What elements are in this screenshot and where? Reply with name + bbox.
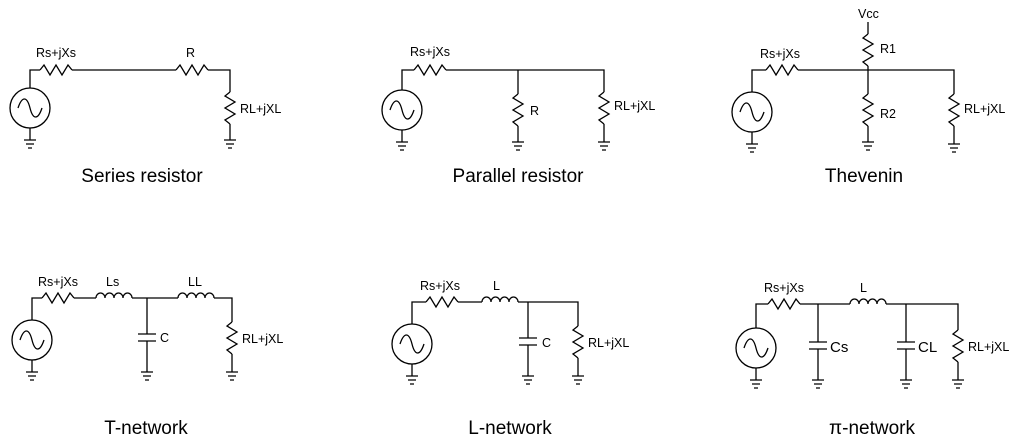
ac-source-symbol bbox=[731, 91, 773, 133]
source-side-capacitor-label: Cs bbox=[830, 339, 848, 356]
wire bbox=[518, 301, 579, 326]
ground-symbol bbox=[141, 371, 153, 381]
ac-source-symbol bbox=[11, 319, 53, 361]
t-network-circuit: Rs+jXs Ls LL C RL+jXL T-network bbox=[11, 275, 283, 439]
series-inductor-label: L bbox=[493, 279, 500, 293]
series-resistor-symbol bbox=[175, 63, 209, 77]
pullup-resistor-label: R1 bbox=[880, 42, 896, 56]
circuit-caption: Series resistor bbox=[81, 166, 203, 187]
source-resistor-symbol bbox=[413, 63, 447, 77]
ground-symbol bbox=[746, 143, 758, 153]
shunt-resistor-symbol bbox=[511, 93, 525, 127]
shunt-resistor-label: R bbox=[530, 104, 539, 118]
pi-network-circuit: Rs+jXs L Cs CL RL+jXL π-network bbox=[735, 281, 1009, 439]
ground-symbol bbox=[812, 379, 824, 389]
source-resistor-symbol bbox=[41, 291, 75, 305]
source-resistor-symbol bbox=[765, 63, 799, 77]
load-inductor-label: LL bbox=[188, 275, 202, 289]
series-resistor-circuit: Rs+jXs R RL+jXL Series resistor bbox=[9, 46, 281, 187]
load-resistor-symbol bbox=[223, 91, 237, 125]
circuit-caption: L-network bbox=[468, 418, 552, 439]
shunt-capacitor-label: C bbox=[542, 336, 551, 350]
load-side-capacitor-label: CL bbox=[918, 339, 937, 356]
supply-voltage-label: Vcc bbox=[858, 7, 879, 21]
wire bbox=[755, 303, 768, 328]
series-resistor-label: R bbox=[186, 46, 195, 60]
wire bbox=[208, 69, 231, 92]
pulldown-resistor-label: R2 bbox=[880, 107, 896, 121]
circuit-caption: Parallel resistor bbox=[453, 166, 585, 187]
source-impedance-label: Rs+jXs bbox=[410, 45, 450, 59]
ground-symbol bbox=[948, 143, 960, 153]
series-inductor-symbol bbox=[481, 296, 519, 303]
wire bbox=[751, 69, 766, 92]
load-inductor-symbol bbox=[177, 292, 215, 299]
wire bbox=[886, 303, 959, 330]
wire bbox=[31, 297, 42, 320]
ac-source-symbol bbox=[391, 323, 433, 365]
ground-symbol bbox=[406, 375, 418, 385]
ground-symbol bbox=[522, 375, 534, 385]
source-inductor-label: Ls bbox=[106, 275, 119, 289]
wire bbox=[411, 301, 426, 324]
ground-symbol bbox=[900, 379, 912, 389]
source-resistor-symbol bbox=[39, 63, 73, 77]
load-resistor-symbol bbox=[947, 93, 961, 127]
source-impedance-label: Rs+jXs bbox=[760, 47, 800, 61]
thevenin-circuit: Vcc R1 R2 Rs+jXs RL+jXL Thevenin bbox=[731, 7, 1005, 187]
source-impedance-label: Rs+jXs bbox=[38, 275, 78, 289]
ground-symbol bbox=[26, 371, 38, 381]
pullup-resistor-symbol bbox=[861, 33, 875, 67]
load-resistor-symbol bbox=[225, 321, 239, 355]
wire bbox=[29, 69, 40, 88]
load-impedance-label: RL+jXL bbox=[968, 340, 1009, 354]
circuit-caption: T-network bbox=[104, 418, 188, 439]
circuit-caption: Thevenin bbox=[825, 166, 903, 187]
source-impedance-label: Rs+jXs bbox=[764, 281, 804, 295]
ground-symbol bbox=[512, 141, 524, 151]
wire bbox=[214, 297, 233, 322]
l-network-circuit: Rs+jXs L C RL+jXL L-network bbox=[391, 279, 629, 439]
source-impedance-label: Rs+jXs bbox=[420, 279, 460, 293]
load-resistor-symbol bbox=[951, 329, 965, 363]
ac-source-symbol bbox=[9, 87, 51, 129]
ground-symbol bbox=[24, 139, 36, 149]
parallel-resistor-circuit: Rs+jXs R RL+jXL Parallel resistor bbox=[381, 45, 655, 187]
load-impedance-label: RL+jXL bbox=[240, 102, 281, 116]
ground-symbol bbox=[226, 371, 238, 381]
load-resistor-symbol bbox=[597, 91, 611, 125]
wire bbox=[446, 69, 605, 92]
ac-source-symbol bbox=[735, 327, 777, 369]
ac-source-symbol bbox=[381, 89, 423, 131]
wire bbox=[798, 69, 955, 94]
load-impedance-label: RL+jXL bbox=[588, 336, 629, 350]
circuit-caption: π-network bbox=[829, 418, 915, 439]
load-impedance-label: RL+jXL bbox=[614, 99, 655, 113]
source-impedance-label: Rs+jXs bbox=[36, 46, 76, 60]
ground-symbol bbox=[952, 379, 964, 389]
source-inductor-symbol bbox=[95, 292, 133, 299]
ground-symbol bbox=[750, 379, 762, 389]
pulldown-resistor-symbol bbox=[861, 93, 875, 127]
ground-symbol bbox=[396, 141, 408, 151]
load-side-capacitor-symbol bbox=[897, 341, 915, 350]
shunt-capacitor-symbol bbox=[519, 337, 537, 346]
ground-symbol bbox=[598, 141, 610, 151]
ground-symbol bbox=[224, 139, 236, 149]
series-inductor-symbol bbox=[849, 298, 887, 305]
source-side-capacitor-symbol bbox=[809, 341, 827, 350]
shunt-capacitor-symbol bbox=[138, 333, 156, 342]
shunt-capacitor-label: C bbox=[160, 331, 169, 345]
load-resistor-symbol bbox=[571, 325, 585, 359]
ground-symbol bbox=[862, 141, 874, 151]
load-impedance-label: RL+jXL bbox=[242, 332, 283, 346]
ground-symbol bbox=[572, 375, 584, 385]
load-impedance-label: RL+jXL bbox=[964, 102, 1005, 116]
wire bbox=[401, 69, 414, 90]
source-resistor-symbol bbox=[767, 297, 801, 311]
series-inductor-label: L bbox=[860, 281, 867, 295]
source-resistor-symbol bbox=[425, 295, 459, 309]
